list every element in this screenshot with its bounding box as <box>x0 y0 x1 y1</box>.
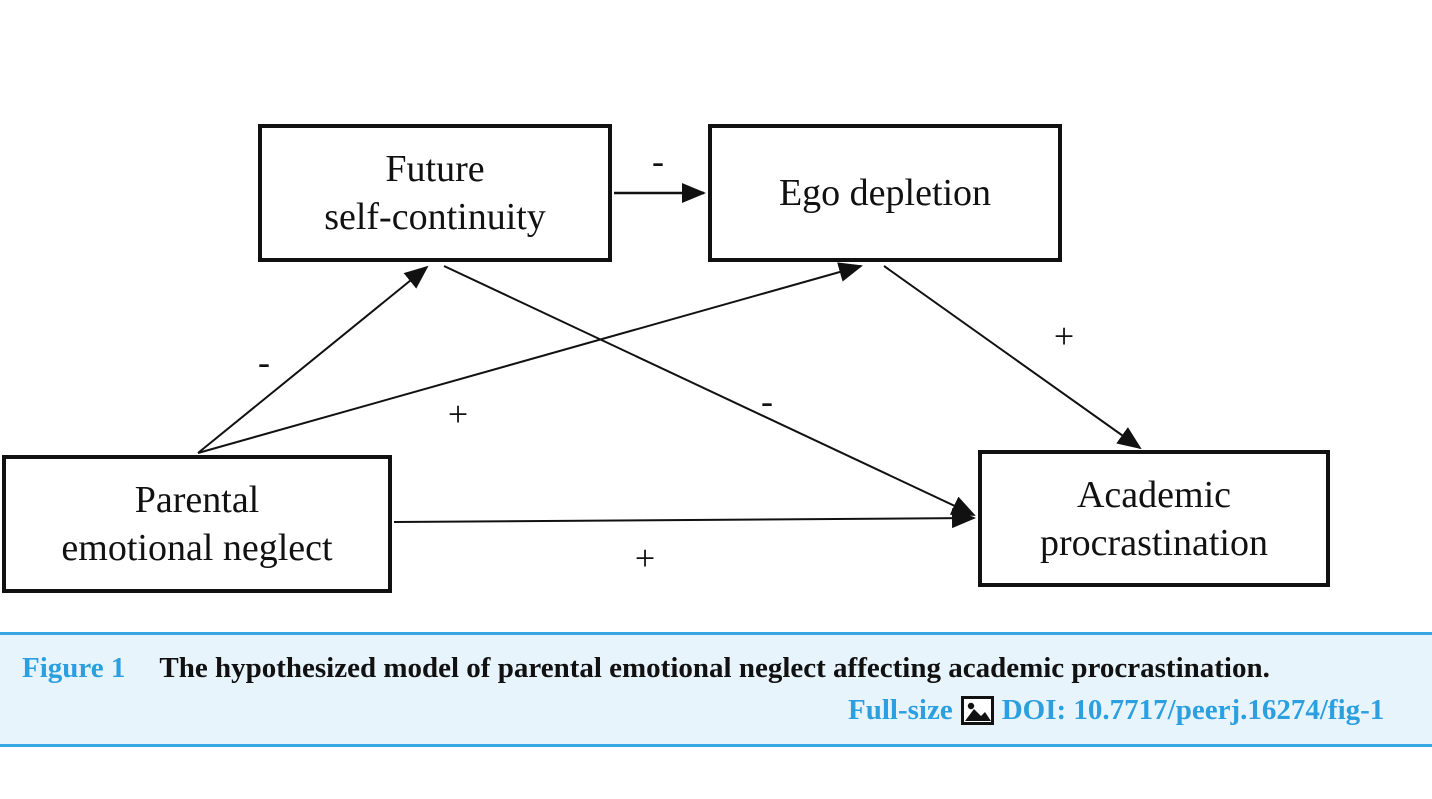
edge-sign-pen-ap: + <box>634 538 656 578</box>
edge-ego-to-ap <box>883 265 1142 450</box>
node-label-line: Parental <box>134 479 260 521</box>
figure-caption-title: The hypothesized model of parental emoti… <box>159 652 1270 684</box>
caption-line-2: Full-size DOI: 10.7717/peerj.16274/fig-1 <box>848 694 1384 727</box>
node-ego-depletion: Ego depletion <box>708 124 1062 262</box>
full-size-link[interactable]: Full-size <box>848 694 953 726</box>
node-label-line: procrastination <box>1040 521 1268 564</box>
figure-number-label: Figure 1 <box>22 652 126 684</box>
edge-pen-to-ego <box>197 262 863 454</box>
node-future-self-continuity: Future self-continuity <box>258 124 612 262</box>
node-label-line: Ego depletion <box>778 172 992 214</box>
edge-pen-to-fsc <box>197 265 429 454</box>
doi-link[interactable]: DOI: 10.7717/peerj.16274/fig-1 <box>1001 694 1385 726</box>
figure-caption-bar: Figure 1 The hypothesized model of parent… <box>0 632 1432 747</box>
edge-sign-fsc-ap: - <box>761 381 773 421</box>
node-label-line: Future <box>385 148 485 190</box>
edge-sign-pen-ego: + <box>447 394 469 434</box>
image-icon <box>960 696 994 725</box>
edge-fsc-to-ap <box>443 265 976 516</box>
node-label-line: emotional neglect <box>61 527 333 569</box>
node-label-line: Academic <box>1076 473 1232 516</box>
edge-sign-pen-fsc: - <box>258 342 270 382</box>
node-label-line: self-continuity <box>324 196 546 238</box>
node-academic-procrastination: Academic procrastination <box>978 450 1330 587</box>
edge-sign-ego-ap: + <box>1053 316 1075 356</box>
caption-line-1: Figure 1 The hypothesized model of parent… <box>22 652 1270 685</box>
edge-sign-fsc-ego: - <box>652 141 664 181</box>
node-parental-emotional-neglect: Parental emotional neglect <box>2 455 392 593</box>
edge-pen-to-ap <box>393 508 976 529</box>
